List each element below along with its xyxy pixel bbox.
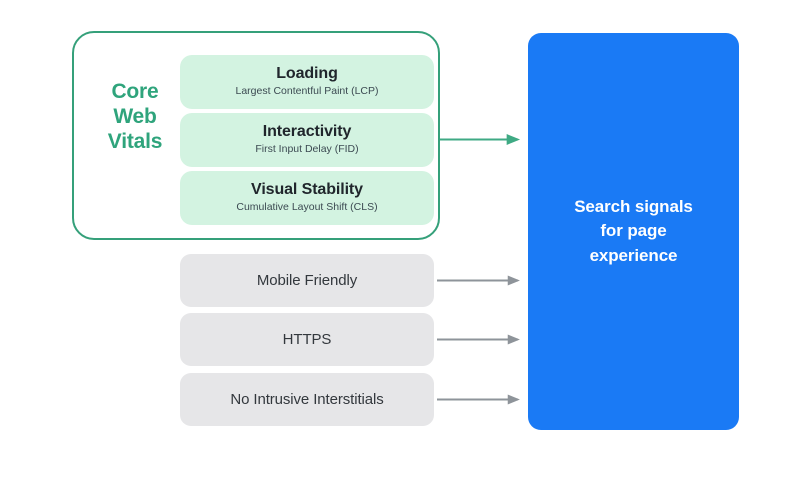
search-signals-panel-text: Search signals for page experience	[574, 197, 693, 265]
signal-box-label: HTTPS	[282, 331, 332, 348]
vital-card-subtitle: First Input Delay (FID)	[255, 143, 359, 156]
core-web-vitals-label: Core Web Vitals	[96, 80, 174, 154]
signal-box-label: Mobile Friendly	[256, 272, 358, 289]
search-signals-panel[interactable]: Search signals for page experience	[528, 33, 739, 430]
core-web-vitals-label-line-2: Web	[113, 104, 157, 128]
vital-card-visual-stability[interactable]: Visual Stability Cumulative Layout Shift…	[180, 171, 434, 225]
vital-card-subtitle: Cumulative Layout Shift (CLS)	[236, 201, 378, 214]
vital-card-title: Interactivity	[262, 122, 352, 140]
vital-card-title: Loading	[276, 64, 338, 82]
vital-card-loading[interactable]: Loading Largest Contentful Paint (LCP)	[180, 55, 434, 109]
signal-box-no-intrusive-interstitials[interactable]: No Intrusive Interstitials	[180, 373, 434, 426]
signal-box-label: No Intrusive Interstitials	[230, 391, 384, 408]
vital-card-subtitle: Largest Contentful Paint (LCP)	[235, 85, 379, 98]
core-web-vitals-label-line-3: Vitals	[107, 129, 163, 153]
vital-card-interactivity[interactable]: Interactivity First Input Delay (FID)	[180, 113, 434, 167]
core-web-vitals-label-line-1: Core	[111, 80, 159, 103]
signal-box-mobile-friendly[interactable]: Mobile Friendly	[180, 254, 434, 307]
vital-card-title: Visual Stability	[251, 180, 363, 198]
signal-box-https[interactable]: HTTPS	[180, 313, 434, 366]
